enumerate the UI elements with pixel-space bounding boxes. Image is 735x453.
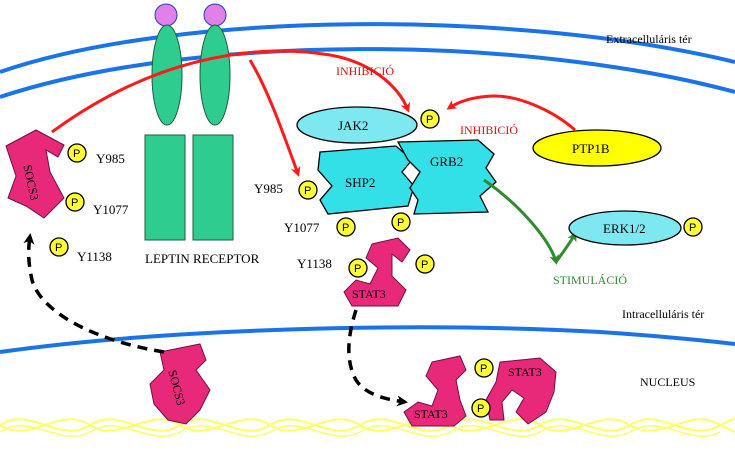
plasma-membrane-inner [0, 47, 735, 99]
stat3-dimer-left-shape [403, 355, 467, 427]
jak2-shape [296, 106, 418, 144]
rec-p-y985: P [298, 180, 318, 200]
leptin-receptor [144, 3, 234, 241]
grb2-phospho: P [391, 212, 411, 232]
socs-p-y1077: P [65, 192, 85, 212]
svg-text:P: P [354, 263, 361, 275]
socs-site-y1077: Y1077 [93, 202, 129, 217]
svg-text:P: P [73, 148, 80, 160]
svg-text:P: P [477, 403, 484, 415]
extracellular-label: Extracelluláris tér [606, 32, 692, 46]
inhibition-ptp1b-label: INHIBICIÓ [460, 123, 518, 137]
nuclear-membrane [0, 325, 735, 354]
svg-text:P: P [480, 363, 487, 375]
svg-text:P: P [397, 217, 404, 229]
erk-label: ERK1/2 [603, 221, 646, 236]
grb2-stimulation-arrow-2 [554, 231, 577, 263]
svg-text:P: P [304, 185, 311, 197]
socs3-to-y985-arrow [248, 59, 301, 177]
socs-p-y985: P [67, 143, 87, 163]
rec-p-y1138: P [348, 258, 368, 278]
leptin-receptor-label: LEPTIN RECEPTOR [145, 251, 260, 266]
socs3-membrane-shape [5, 129, 65, 219]
stimulation-label: STIMULÁCIÓ [553, 273, 627, 287]
receptor-intracellular-right [192, 134, 234, 241]
rec-site-y1138: Y1138 [297, 256, 332, 271]
stat3-cytoplasm-shape [343, 237, 411, 307]
socs3-nucleus-shape [149, 343, 211, 425]
leptin-ligand-left [154, 3, 178, 27]
jak2-phospho: P [420, 109, 440, 129]
erk-shape [568, 210, 682, 246]
jak2-label: JAK2 [338, 118, 368, 133]
stat3-cytoplasm-phospho: P [415, 254, 435, 274]
ptp1b-inhibition-arrow [446, 94, 576, 132]
grb2-label: GRB2 [430, 154, 463, 169]
stat3-dimer-right-label: STAT3 [508, 365, 542, 379]
receptor-ectodomain-right [199, 24, 231, 126]
svg-text:P: P [421, 259, 428, 271]
svg-text:P: P [342, 222, 349, 234]
svg-text:P: P [55, 242, 62, 254]
stat3-translocation-arrow [347, 309, 408, 407]
socs-site-y985: Y985 [96, 151, 125, 166]
socs3-inhibition-arrow [51, 49, 411, 134]
rec-site-y1077: Y1077 [284, 220, 320, 235]
socs-site-y1138: Y1138 [77, 249, 112, 264]
dna-strand-2 [0, 418, 735, 433]
ptp1b-shape [532, 129, 662, 167]
grb2-shape [396, 139, 497, 215]
socs-p-y1138: P [49, 237, 69, 257]
leptin-ligand-right [203, 3, 227, 27]
stat3-dimer-phospho-top: P [474, 358, 494, 378]
rec-site-y985: Y985 [254, 181, 283, 196]
receptor-intracellular-left [144, 134, 186, 241]
plasma-membrane-outer [0, 22, 735, 74]
svg-text:P: P [689, 222, 696, 234]
socs3-translocation-arrow [23, 233, 165, 354]
inhibition-top-label: INHIBICIÓ [336, 64, 394, 78]
rec-p-y1077: P [336, 217, 356, 237]
dna-strand-3 [0, 425, 721, 437]
shp2-label: SHP2 [345, 175, 375, 190]
stat3-dimer-phospho-bottom: P [471, 398, 491, 418]
intracellular-label: Intracelluláris tér [622, 307, 704, 321]
nucleus-label: NUCLEUS [640, 375, 695, 389]
grb2-stimulation-arrow [483, 178, 559, 265]
stat3-cytoplasm-label: STAT3 [352, 287, 386, 301]
svg-text:P: P [426, 114, 433, 126]
svg-text:P: P [71, 197, 78, 209]
erk-phospho: P [683, 217, 703, 237]
stat3-dimer-left-label: STAT3 [414, 407, 448, 421]
ptp1b-label: PTP1B [572, 141, 610, 156]
